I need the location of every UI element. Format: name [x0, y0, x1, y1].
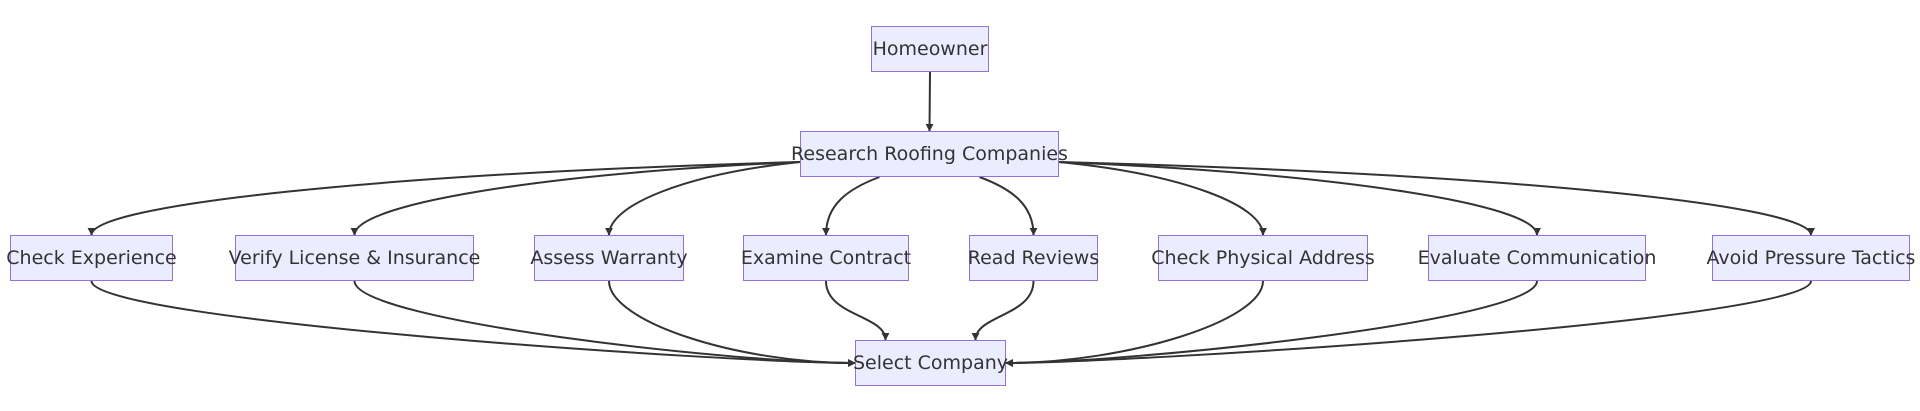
node-homeowner: Homeowner	[871, 26, 989, 72]
edge-research-to-experience	[87, 161, 801, 236]
edge-research-to-license	[350, 161, 801, 236]
node-avoid-pressure-tactics: Avoid Pressure Tactics	[1707, 235, 1915, 281]
edge-research-to-address	[1058, 161, 1267, 236]
edge-address-to-select	[1005, 280, 1264, 367]
edge-warranty-to-select	[608, 280, 856, 367]
edge-research-to-communication	[1058, 161, 1541, 236]
node-verify-license-insurance: Verify License & Insurance	[229, 235, 480, 281]
edge-license-to-select	[353, 280, 856, 367]
node-check-experience: Check Experience	[6, 235, 177, 281]
edge-pressure-to-select	[1005, 280, 1812, 367]
node-examine-contract: Examine Contract	[741, 235, 911, 281]
edge-contract-to-select	[825, 280, 890, 341]
edge-research-to-pressure	[1058, 161, 1815, 236]
node-evaluate-communication: Evaluate Communication	[1418, 235, 1656, 281]
edge-research-to-reviews	[979, 176, 1038, 236]
node-research-roofing-companies: Research Roofing Companies	[791, 131, 1068, 177]
edge-research-to-warranty	[605, 161, 801, 236]
edge-homeowner-to-research	[925, 71, 934, 132]
node-read-reviews: Read Reviews	[968, 235, 1099, 281]
node-select-company: Select Company	[853, 340, 1008, 386]
edge-research-to-contract	[822, 176, 880, 236]
node-check-physical-address: Check Physical Address	[1151, 235, 1375, 281]
node-assess-warranty: Assess Warranty	[530, 235, 688, 281]
edge-reviews-to-select	[971, 280, 1035, 341]
